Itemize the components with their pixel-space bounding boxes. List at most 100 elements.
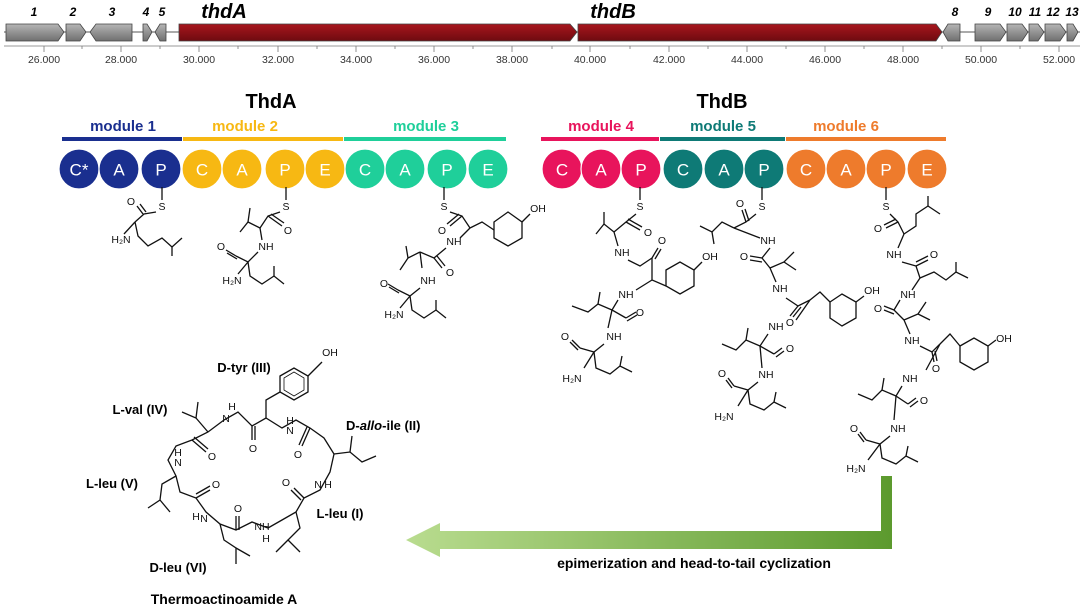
svg-text:S: S xyxy=(158,201,165,213)
svg-text:H₂N: H₂N xyxy=(222,275,241,287)
intermediate-module-6: S O NH O NH O NH O xyxy=(846,187,1012,475)
svg-text:H₂N: H₂N xyxy=(111,234,130,246)
domain-label: C xyxy=(800,161,812,180)
gene-label-9: 9 xyxy=(985,5,992,19)
residue-d-allo-ile: D-allo-ile (II) xyxy=(346,418,420,433)
svg-text:NH: NH xyxy=(758,369,773,381)
gene-4-arrow xyxy=(142,23,153,42)
domain-circle xyxy=(743,148,785,190)
svg-text:O: O xyxy=(932,363,940,375)
svg-text:NH: NH xyxy=(446,236,461,248)
svg-text:NH: NH xyxy=(904,335,919,347)
domain-circle xyxy=(221,148,263,190)
domain-label: E xyxy=(319,161,330,180)
gene-13-arrow xyxy=(1066,23,1079,42)
svg-text:N: N xyxy=(314,479,322,491)
svg-text:OH: OH xyxy=(530,203,546,215)
axis-tick-label: 48.000 xyxy=(887,54,919,66)
svg-text:NH: NH xyxy=(768,321,783,333)
domain-label: A xyxy=(595,161,607,180)
thdb-protein-title: ThdB xyxy=(696,91,747,113)
axis-tick-label: 52.000 xyxy=(1043,54,1075,66)
svg-text:NH: NH xyxy=(760,235,775,247)
svg-text:OH: OH xyxy=(996,333,1012,345)
svg-text:O: O xyxy=(874,303,882,315)
module-label: module 1 xyxy=(90,118,156,135)
svg-text:NH: NH xyxy=(606,331,621,343)
axis-tick-label: 40.000 xyxy=(574,54,606,66)
axis-tick-label: 46.000 xyxy=(809,54,841,66)
domain-label: C xyxy=(196,161,208,180)
thdA-gene-arrow xyxy=(178,23,578,42)
module-label: module 6 xyxy=(813,118,879,135)
module-bar xyxy=(786,137,946,141)
module-bar xyxy=(344,137,506,141)
arrow-caption: epimerization and head-to-tail cyclizati… xyxy=(557,555,831,571)
axis-tick-label: 36.000 xyxy=(418,54,450,66)
intermediate-module-2: S O NH O H₂N xyxy=(217,187,292,287)
gene-8-arrow xyxy=(942,23,961,42)
svg-text:N: N xyxy=(222,413,230,425)
gene-label-13: 13 xyxy=(1065,5,1079,19)
svg-text:O: O xyxy=(561,331,569,343)
svg-text:N: N xyxy=(286,425,294,437)
gene-3-arrow xyxy=(89,23,133,42)
gene-label-3: 3 xyxy=(109,5,116,19)
svg-text:O: O xyxy=(930,249,938,261)
domain-label: P xyxy=(155,161,166,180)
svg-text:OH: OH xyxy=(322,347,338,359)
gene-number-labels: 1 2 3 4 5 8 9 10 11 12 13 thdA thdB xyxy=(31,1,1079,23)
gene-arrows xyxy=(5,23,1079,42)
svg-text:NH: NH xyxy=(902,373,917,385)
domain-label: P xyxy=(635,161,646,180)
axis-tick-label: 42.000 xyxy=(653,54,685,66)
domain-circle xyxy=(620,148,662,190)
svg-text:S: S xyxy=(282,201,289,213)
svg-text:H: H xyxy=(228,401,236,413)
domain-label: A xyxy=(840,161,852,180)
gene-9-arrow xyxy=(974,23,1007,42)
gene-label-8: 8 xyxy=(952,5,959,19)
svg-text:NH: NH xyxy=(258,241,273,253)
svg-text:OH: OH xyxy=(864,285,880,297)
gene-label-2: 2 xyxy=(69,5,77,19)
domain-label: A xyxy=(236,161,248,180)
svg-text:H₂N: H₂N xyxy=(714,411,733,423)
domain-label: C xyxy=(677,161,689,180)
thdB-gene-label: thdB xyxy=(590,1,636,23)
svg-text:O: O xyxy=(786,317,794,329)
cyclization-arrow: epimerization and head-to-tail cyclizati… xyxy=(406,476,892,571)
svg-text:O: O xyxy=(234,503,242,515)
module-label: module 5 xyxy=(690,118,756,135)
module-bar xyxy=(660,137,785,141)
domain-circle xyxy=(467,148,509,190)
intermediate-structures: S O H₂N S O NH O H₂N xyxy=(111,187,1012,475)
domain-label: C xyxy=(556,161,568,180)
gene-5-arrow xyxy=(154,23,167,42)
domain-circle xyxy=(140,148,182,190)
svg-text:H: H xyxy=(286,415,294,427)
domain-label: A xyxy=(718,161,730,180)
svg-text:S: S xyxy=(758,201,765,213)
domain-label: C* xyxy=(70,161,89,180)
gene-label-11: 11 xyxy=(1029,5,1042,19)
domain-label: P xyxy=(880,161,891,180)
svg-text:S: S xyxy=(636,201,643,213)
intermediate-module-5: S O NH O NH O OH NH O xyxy=(699,187,880,423)
svg-text:NH: NH xyxy=(420,275,435,287)
svg-text:O: O xyxy=(380,278,388,290)
svg-text:O: O xyxy=(874,223,882,235)
svg-text:O: O xyxy=(718,368,726,380)
gene-label-10: 10 xyxy=(1008,5,1022,19)
domain-label: A xyxy=(399,161,411,180)
svg-text:N: N xyxy=(174,457,182,469)
gene-cluster: 1 2 3 4 5 8 9 10 11 12 13 thdA thdB 26.0… xyxy=(4,1,1080,66)
residue-d-leu-vi: D-leu (VI) xyxy=(149,560,206,575)
svg-text:H₂N: H₂N xyxy=(562,373,581,385)
